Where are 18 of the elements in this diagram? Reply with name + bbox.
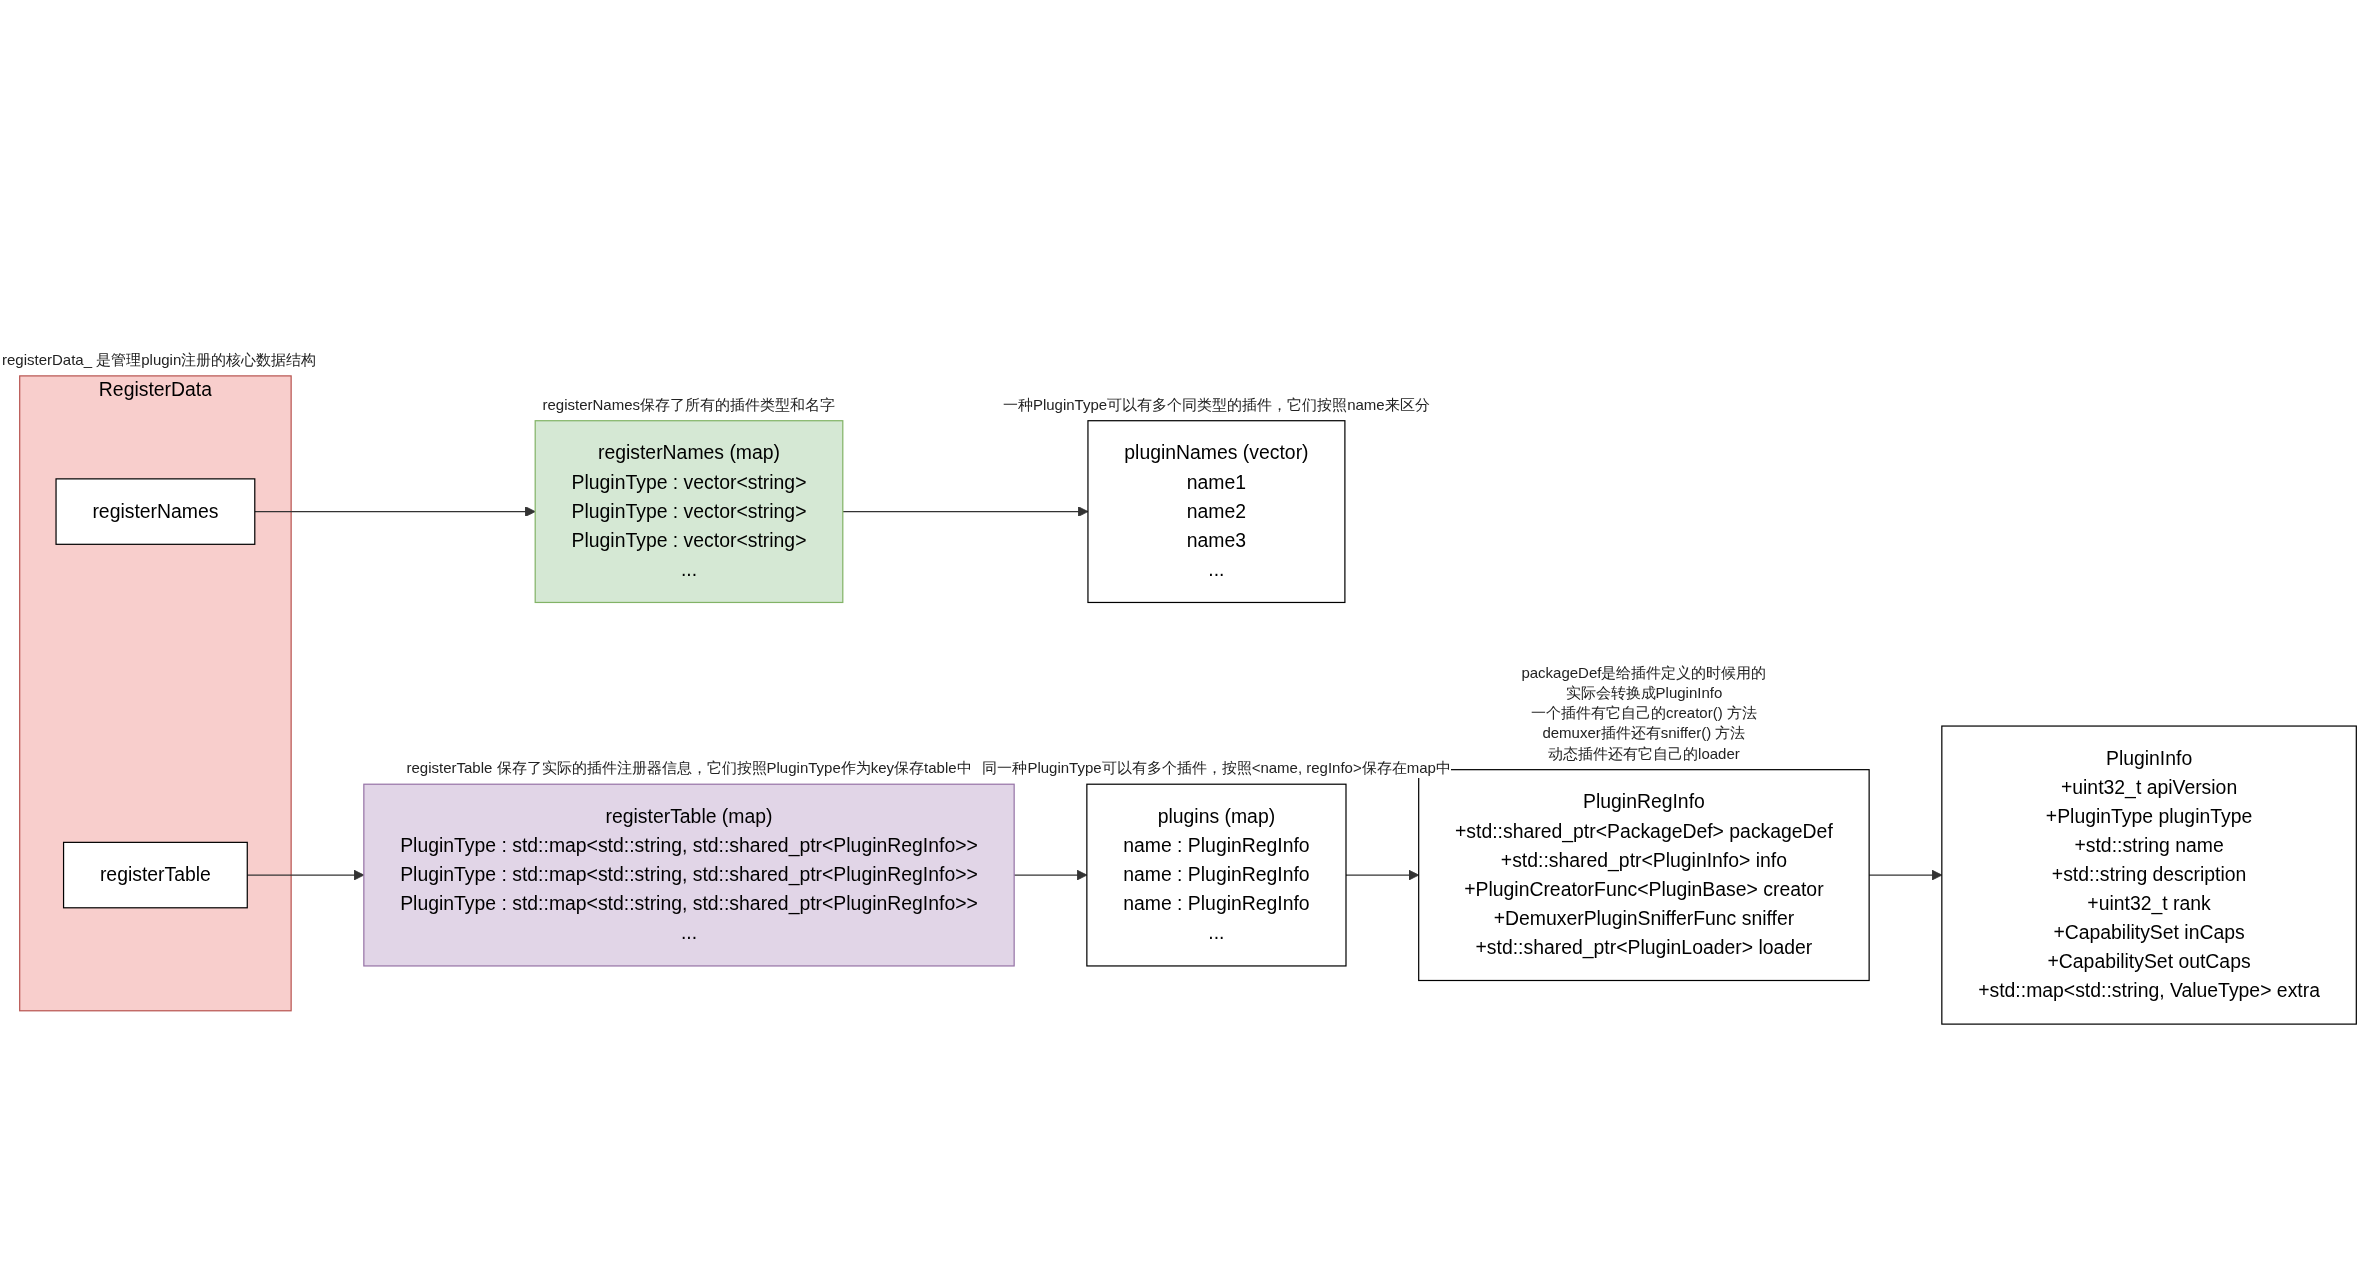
node-box: registerTable (map) PluginType : std::map<std::string, std::shared_ptr<PluginRegInfo>> PluginType : std::map<std::string, std::shared_ptr<PluginRegInfo>> PluginType : std::map<std::string, std::shared_ptr<PluginRegInfo>> ... — [363, 783, 1015, 967]
node-box: plugins (map) name : PluginRegInfo name : PluginRegInfo name : PluginRegInfo ... — [1086, 783, 1347, 967]
annotation-text: 实际会转换成PluginInfo — [1564, 682, 1724, 703]
annotation-text: 一个插件有它自己的creator() 方法 — [1530, 703, 1758, 724]
annotation-text: demuxer插件还有sniffer() 方法 — [1541, 723, 1747, 744]
annotation-text: registerNames保存了所有的插件类型和名字 — [542, 394, 835, 415]
node-box: pluginNames (vector) name1 name2 name3 ... — [1087, 420, 1346, 604]
node-box: registerNames — [55, 478, 256, 545]
annotation-text: 一种PluginType可以有多个同类型的插件，它们按照name来区分 — [1002, 394, 1430, 415]
arrow — [254, 506, 536, 517]
node-box: PluginInfo +uint32_t apiVersion +PluginType pluginType +std::string name +std::string description +uint32_t rank +CapabilitySet inCaps +CapabilitySet outCaps +std::map<std::string, ValueType> extra — [1941, 725, 2357, 1025]
annotation-text: 动态插件还有它自己的loader — [1547, 743, 1741, 764]
node-box: registerTable — [62, 841, 248, 909]
annotation-text: registerData_ 是管理plugin注册的核心数据结构 — [2, 349, 317, 370]
annotation-text: registerTable 保存了实际的插件注册器信息，它们按照PluginType作为key保存table中 — [406, 758, 972, 779]
annotation-text: packageDef是给插件定义的时候用的 — [1521, 662, 1767, 683]
node-box: registerNames (map) PluginType : vector<string> PluginType : vector<string> PluginType : vector<string> ... — [534, 420, 844, 604]
annotation-text: 同一种PluginType可以有多个插件，按照<name, regInfo>保存在map中 — [982, 758, 1451, 779]
